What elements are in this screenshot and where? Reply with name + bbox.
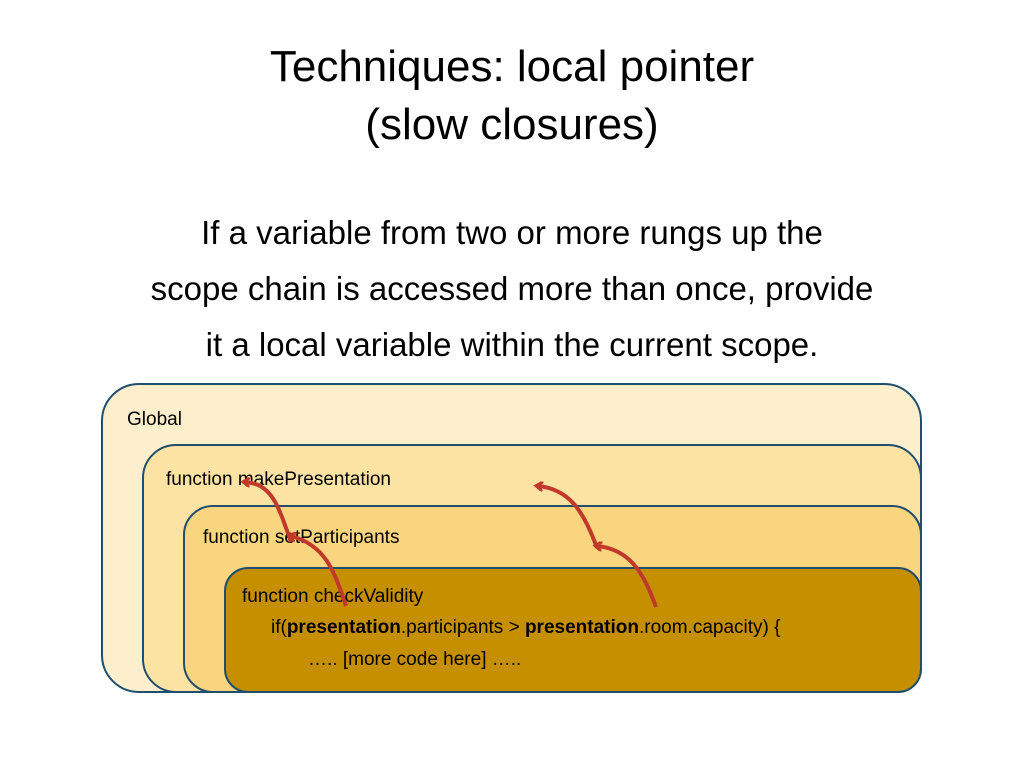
arrow-left-upper — [245, 482, 293, 543]
arrow-left-lower — [291, 536, 348, 607]
code-var-presentation-1: presentation — [286, 617, 401, 638]
code-middle: .participants > — [400, 617, 525, 638]
code-line-1: if(presentation.participants > presentat… — [271, 616, 780, 640]
arrow-right-upper — [538, 486, 599, 549]
title-line-1: Techniques: local pointer — [269, 42, 755, 91]
body-line-1: If a variable from two or more rungs up … — [201, 214, 823, 251]
code-var-presentation-2: presentation — [524, 617, 639, 638]
slide-body: If a variable from two or more rungs up … — [40, 205, 984, 373]
slide-title: Techniques: local pointer (slow closures… — [0, 38, 1024, 154]
code-suffix: .room.capacity) { — [638, 617, 781, 638]
scope-check-validity-label: function checkValidity — [242, 586, 424, 607]
scope-global-label: Global — [127, 409, 182, 430]
body-line-3: it a local variable within the current s… — [205, 326, 819, 363]
code-line-2: ….. [more code here] ….. — [308, 649, 522, 670]
scope-make-presentation-label: function makePresentation — [166, 469, 391, 490]
code-prefix: if( — [271, 617, 287, 638]
body-line-2: scope chain is accessed more than once, … — [150, 270, 874, 307]
arrow-right-lower — [597, 546, 658, 608]
title-line-2: (slow closures) — [365, 100, 659, 149]
